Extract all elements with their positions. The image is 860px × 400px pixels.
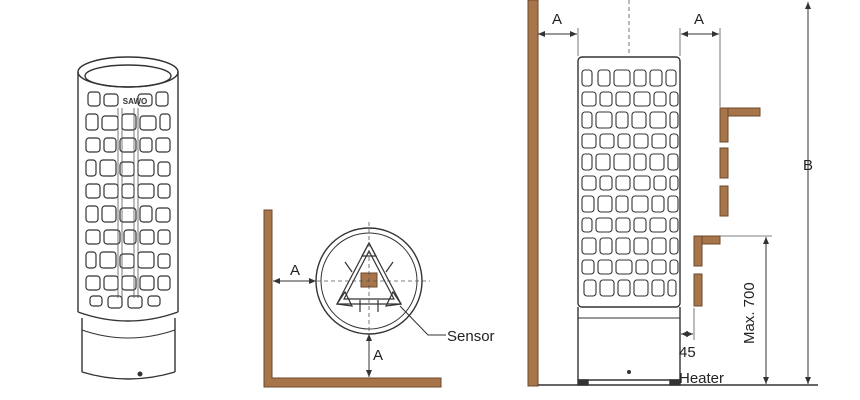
plan-view bbox=[263, 209, 446, 388]
elev-label-heater: Heater bbox=[679, 370, 724, 387]
elev-label-45: 45 bbox=[679, 344, 696, 361]
corner-wall bbox=[263, 209, 442, 388]
elevation-view bbox=[527, 0, 818, 387]
sensor-label: Sensor bbox=[447, 328, 495, 345]
plan-label-a-horizontal: A bbox=[290, 262, 300, 279]
elev-label-b: B bbox=[803, 157, 813, 174]
elev-label-a-left: A bbox=[552, 11, 562, 28]
sensor-leader-line bbox=[399, 305, 446, 336]
elev-label-a-right: A bbox=[694, 11, 704, 28]
plan-label-a-vertical: A bbox=[373, 347, 383, 364]
brand-logo-text: SAWO bbox=[123, 97, 147, 106]
heater-3d-illustration bbox=[77, 56, 179, 380]
elev-label-max700: Max. 700 bbox=[741, 282, 758, 344]
side-wall bbox=[527, 0, 539, 387]
